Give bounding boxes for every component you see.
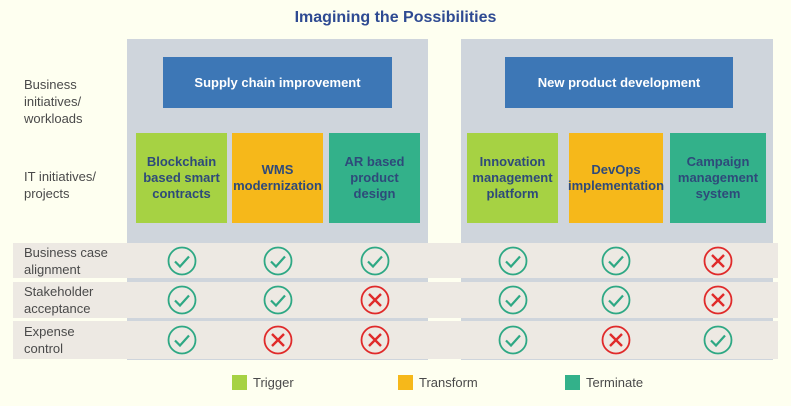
label-it-initiatives: IT initiatives/ projects xyxy=(24,169,97,201)
x-circle-icon xyxy=(601,325,631,355)
criteria-label: Expense control xyxy=(24,324,75,356)
check-circle-icon xyxy=(167,285,197,315)
check-circle-icon xyxy=(360,246,390,276)
check-circle-icon xyxy=(601,246,631,276)
legend-swatch xyxy=(232,375,247,390)
legend-swatch xyxy=(398,375,413,390)
project-tile-transform: DevOps implementation xyxy=(568,133,664,223)
project-tile-terminate: Campaign management system xyxy=(670,133,766,223)
x-circle-icon xyxy=(703,285,733,315)
project-tile-transform: WMS modernization xyxy=(232,133,323,223)
label-business-initiatives: Business initiatives/ workloads xyxy=(24,77,83,126)
x-circle-icon xyxy=(360,285,390,315)
legend-trigger: Trigger xyxy=(232,375,294,390)
check-circle-icon xyxy=(601,285,631,315)
criteria-row xyxy=(13,282,778,318)
criteria-label: Stakeholder acceptance xyxy=(24,284,94,316)
legend-label: Terminate xyxy=(586,375,644,390)
check-circle-icon xyxy=(498,246,528,276)
check-circle-icon xyxy=(498,285,528,315)
project-tile-terminate: AR based product design xyxy=(329,133,420,223)
business-initiative: New product development xyxy=(505,57,733,108)
check-circle-icon xyxy=(263,246,293,276)
legend-transform: Transform xyxy=(398,375,478,390)
check-circle-icon xyxy=(703,325,733,355)
x-circle-icon xyxy=(703,246,733,276)
check-circle-icon xyxy=(167,325,197,355)
criteria-row xyxy=(13,321,778,359)
legend-terminate: Terminate xyxy=(565,375,643,390)
legend-swatch xyxy=(565,375,580,390)
check-circle-icon xyxy=(498,325,528,355)
business-initiative: Supply chain improvement xyxy=(163,57,392,108)
criteria-row xyxy=(13,243,778,278)
diagram-title: Imagining the Possibilities xyxy=(294,9,497,26)
project-tile-trigger: Blockchain based smart contracts xyxy=(136,133,227,223)
x-circle-icon xyxy=(263,325,293,355)
legend-label: Transform xyxy=(419,375,478,390)
check-circle-icon xyxy=(167,246,197,276)
legend-label: Trigger xyxy=(253,375,294,390)
x-circle-icon xyxy=(360,325,390,355)
project-tile-trigger: Innovation management platform xyxy=(467,133,558,223)
criteria-label: Business case alignment xyxy=(24,245,108,277)
check-circle-icon xyxy=(263,285,293,315)
